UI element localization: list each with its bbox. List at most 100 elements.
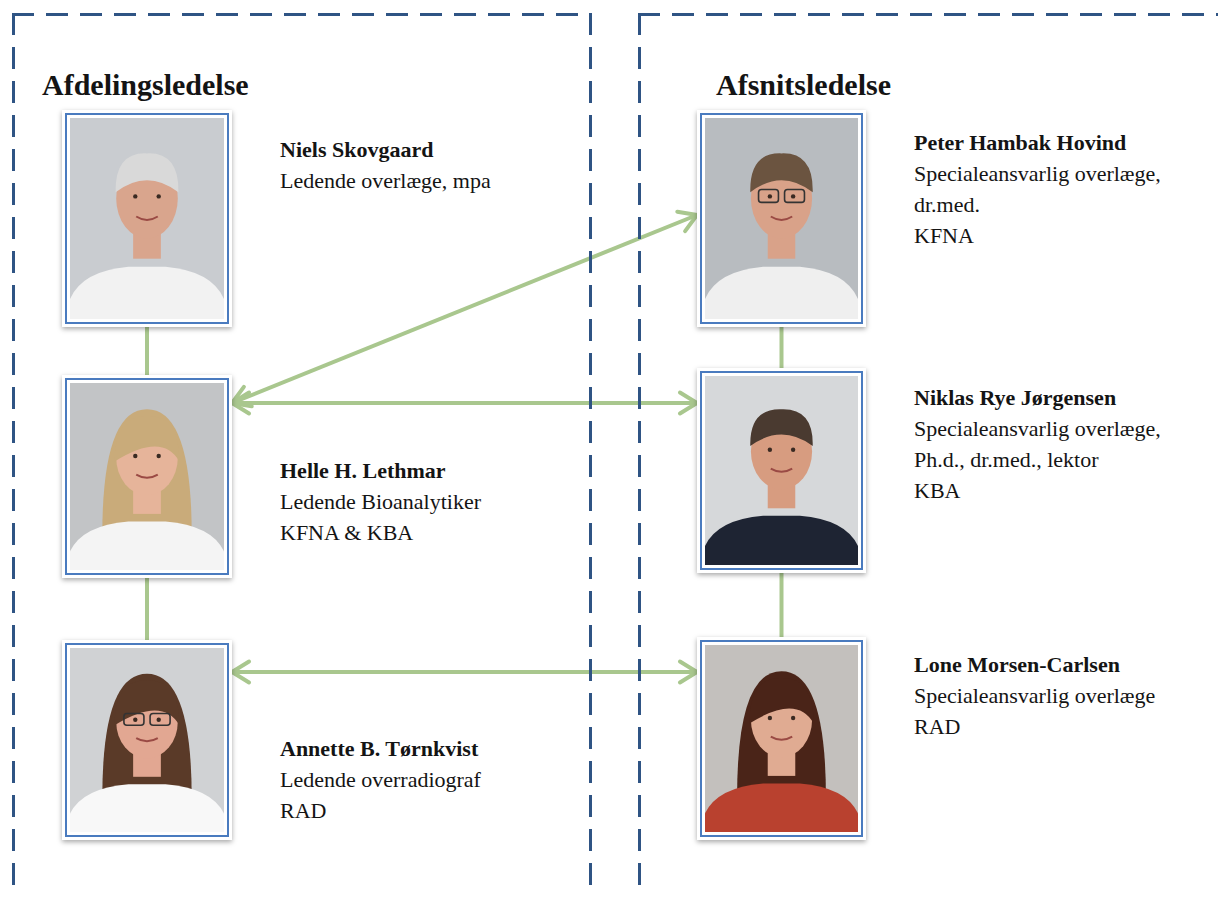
connector <box>147 578 148 640</box>
person-title: Ledende overradiograf <box>280 764 585 795</box>
arrow-head <box>232 393 249 414</box>
eye <box>157 194 161 198</box>
mouth <box>136 738 158 741</box>
dashed-line <box>638 13 1218 16</box>
shoulders <box>70 521 224 570</box>
arrow-head <box>232 662 249 683</box>
arrow-head <box>680 393 697 414</box>
person-unit: KBA <box>914 475 1209 506</box>
hair <box>115 680 180 725</box>
dashed-line <box>589 13 592 897</box>
dashed-line <box>12 13 592 16</box>
shoulders <box>705 783 858 832</box>
person-name: Lone Morsen-Carlsen <box>914 649 1209 680</box>
connector-line <box>232 215 697 403</box>
eye <box>133 718 137 722</box>
person-card: Niklas Rye JørgensenSpecialeansvarlig ov… <box>697 368 866 573</box>
connector-line <box>145 578 149 640</box>
glasses <box>759 190 779 203</box>
person-title: Specialeansvarlig overlæge, Ph.d., dr.me… <box>914 413 1209 475</box>
connector-line <box>780 573 784 637</box>
eye <box>133 194 137 198</box>
person-title: Specialeansvarlig overlæge, dr.med. <box>914 158 1209 220</box>
department-region: AfsnitsledelsePeter Hambak HovindSpecial… <box>638 13 1218 897</box>
hair <box>115 416 180 462</box>
person-unit: RAD <box>280 795 585 826</box>
connector-line <box>232 670 697 674</box>
person-unit: KFNA & KBA <box>280 517 585 548</box>
frame-border <box>701 372 862 569</box>
person-name: Niels Skovgaard <box>280 134 585 165</box>
photo-frame <box>697 368 866 573</box>
portrait-background <box>705 118 858 319</box>
frame-border <box>66 644 228 836</box>
connector-line <box>780 327 784 368</box>
person-card: Lone Morsen-CarlsenSpecialeansvarlig ove… <box>697 637 866 840</box>
shoulders <box>705 516 858 565</box>
connector-line <box>145 327 149 375</box>
connector <box>232 662 697 683</box>
mouth <box>771 216 792 219</box>
frame-border <box>66 379 228 574</box>
mouth <box>136 216 158 219</box>
photo-frame <box>62 375 232 578</box>
glasses <box>785 190 805 203</box>
shoulders <box>70 267 224 319</box>
arrow-head <box>677 212 697 231</box>
shoulders <box>70 784 224 832</box>
photo-frame <box>697 637 866 840</box>
arrow-head <box>680 662 697 683</box>
connector <box>781 327 782 368</box>
frame-border <box>701 114 862 323</box>
person-title: Ledende overlæge, mpa <box>280 165 585 196</box>
person-name: Annette B. Tørnkvist <box>280 733 585 764</box>
person-name: Niklas Rye Jørgensen <box>914 382 1209 413</box>
portrait <box>705 376 858 565</box>
photo-frame <box>62 640 232 840</box>
glasses <box>124 714 144 726</box>
eye <box>133 454 137 458</box>
person-card: Niels SkovgaardLedende overlæge, mpa <box>62 110 232 327</box>
connector-line <box>232 401 697 405</box>
eye <box>791 448 795 452</box>
frame-border <box>701 641 862 836</box>
department-region: AfdelingsledelseNiels SkovgaardLedende o… <box>12 13 592 897</box>
portrait <box>70 648 224 832</box>
dashed-line <box>12 13 15 897</box>
eye <box>768 448 772 452</box>
photo-frame <box>697 110 866 327</box>
eye <box>791 716 795 720</box>
connector <box>147 327 148 375</box>
portrait-background <box>70 118 224 319</box>
portrait-background <box>705 376 858 565</box>
shoulders <box>705 267 858 319</box>
hair <box>750 409 812 446</box>
dashed-line <box>638 13 641 897</box>
hair <box>116 153 179 192</box>
person-unit: KFNA <box>914 220 1209 251</box>
region-heading: Afsnitsledelse <box>716 67 891 103</box>
person-unit: RAD <box>914 711 1209 742</box>
text-column: Peter Hambak HovindSpecialeansvarlig ove… <box>914 127 1209 251</box>
eye <box>768 716 772 720</box>
person-title: Specialeansvarlig overlæge <box>914 680 1209 711</box>
connector <box>781 573 782 637</box>
glasses <box>150 714 170 726</box>
person-name: Peter Hambak Hovind <box>914 127 1209 158</box>
portrait <box>705 118 858 319</box>
portrait-background <box>70 383 224 570</box>
eye <box>157 718 161 722</box>
mouth <box>136 475 158 478</box>
person-card: Peter Hambak HovindSpecialeansvarlig ove… <box>697 110 866 327</box>
photo-frame <box>62 110 232 327</box>
person-title: Ledende Bioanalytiker <box>280 486 585 517</box>
text-column: Lone Morsen-CarlsenSpecialeansvarlig ove… <box>914 649 1209 742</box>
frame-border <box>66 114 228 323</box>
region-heading: Afdelingsledelse <box>42 67 249 103</box>
text-column: Niels SkovgaardLedende overlæge, mpa <box>280 134 585 196</box>
person-card: Annette B. TørnkvistLedende overradiogra… <box>62 640 232 840</box>
portrait <box>705 645 858 832</box>
portrait-background <box>705 645 858 832</box>
eye <box>768 194 772 198</box>
